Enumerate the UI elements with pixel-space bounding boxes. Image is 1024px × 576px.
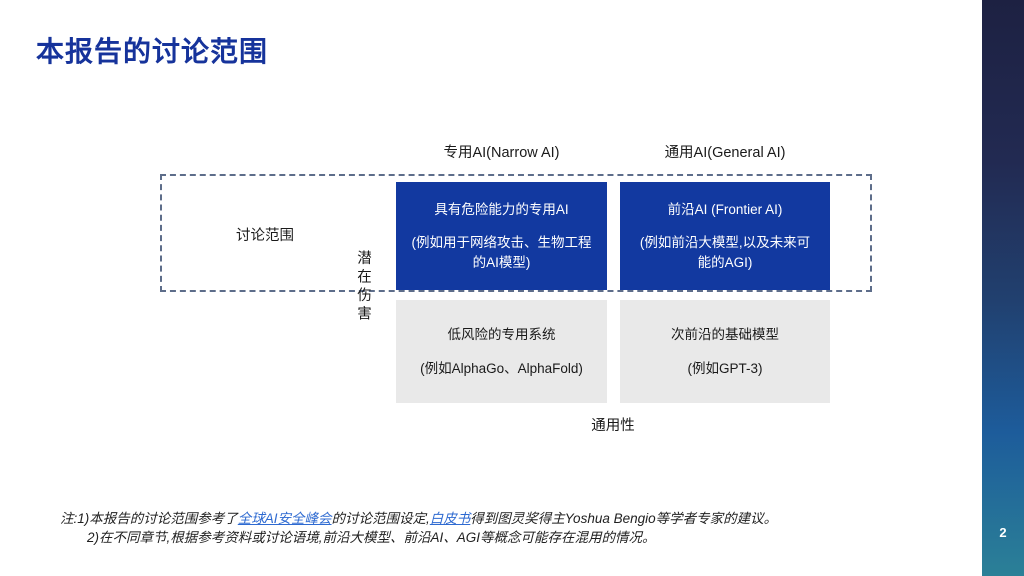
footnotes: 注:1)本报告的讨论范围参考了全球AI安全峰会的讨论范围设定,白皮书得到图灵奖得… bbox=[60, 509, 940, 547]
link-global-ai-safety-summit[interactable]: 全球AI安全峰会 bbox=[237, 511, 332, 526]
matrix-cell-frontier-ai: 前沿AI (Frontier AI) (例如前沿大模型,以及未来可能的AGI) bbox=[620, 182, 830, 290]
column-label-general-ai: 通用AI(General AI) bbox=[664, 145, 786, 161]
cell-example: (例如GPT-3) bbox=[687, 360, 763, 376]
cell-title: 具有危险能力的专用AI bbox=[434, 201, 569, 217]
discussion-scope-dashed-box bbox=[160, 174, 872, 292]
page-number: 2 bbox=[999, 525, 1007, 540]
cell-example: (例如前沿大模型,以及未来可能的AGI) bbox=[639, 235, 811, 270]
cell-example: (例如AlphaGo、AlphaFold) bbox=[420, 360, 583, 376]
discussion-scope-label: 讨论范围 bbox=[236, 228, 294, 244]
y-axis-label-potential-harm: 潜在伤害 bbox=[355, 250, 371, 324]
page-title: 本报告的讨论范围 bbox=[36, 36, 269, 67]
link-white-paper[interactable]: 白皮书 bbox=[429, 511, 471, 526]
slide-edge-gradient-bar: 2 bbox=[982, 0, 1024, 576]
column-label-narrow-ai: 专用AI(Narrow AI) bbox=[443, 145, 560, 161]
footnote-text: 得到图灵奖得主Yoshua Bengio等学者专家的建议。 bbox=[470, 511, 778, 526]
cell-title: 次前沿的基础模型 bbox=[671, 326, 779, 342]
matrix-cell-dangerous-narrow-ai: 具有危险能力的专用AI (例如用于网络攻击、生物工程的AI模型) bbox=[396, 182, 607, 290]
footnote-text: 的讨论范围设定, bbox=[331, 511, 430, 526]
cell-example: (例如用于网络攻击、生物工程的AI模型) bbox=[411, 235, 592, 270]
footnote-line-1: 注:1)本报告的讨论范围参考了全球AI安全峰会的讨论范围设定,白皮书得到图灵奖得… bbox=[60, 509, 940, 528]
x-axis-label-generality: 通用性 bbox=[591, 418, 635, 434]
footnote-line-2: 2)在不同章节,根据参考资料或讨论语境,前沿大模型、前沿AI、AGI等概念可能存… bbox=[87, 530, 656, 546]
cell-title: 前沿AI (Frontier AI) bbox=[667, 201, 783, 217]
matrix-cell-low-risk-narrow-systems: 低风险的专用系统 (例如AlphaGo、AlphaFold) bbox=[396, 300, 607, 403]
matrix-cell-subfrontier-foundation-models: 次前沿的基础模型 (例如GPT-3) bbox=[620, 300, 830, 403]
cell-title: 低风险的专用系统 bbox=[447, 326, 556, 342]
footnote-text: 注:1)本报告的讨论范围参考了 bbox=[60, 511, 238, 526]
